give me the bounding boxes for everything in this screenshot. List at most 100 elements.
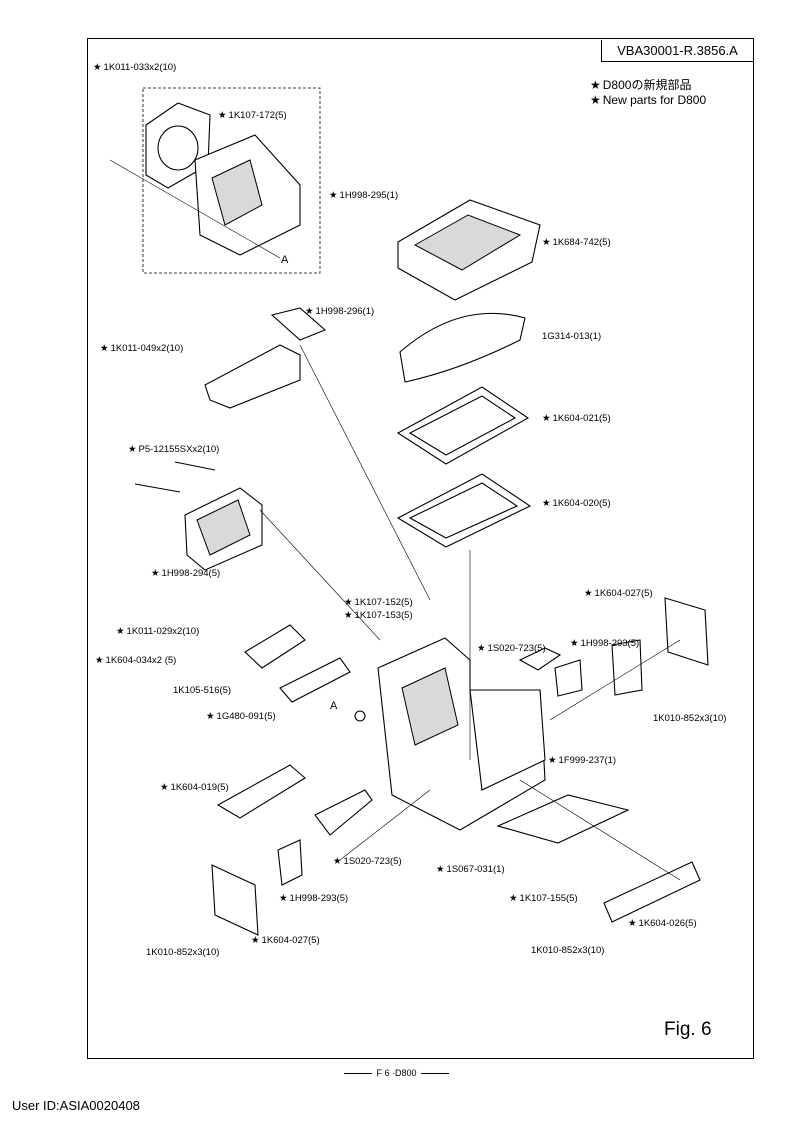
leader-line [259, 509, 381, 641]
part-label: 1H998-293(5) [570, 638, 639, 649]
part-label: 1K107-152(5) [344, 597, 413, 608]
leader-line [109, 159, 281, 259]
part-label: 1K011-029x2(10) [116, 626, 199, 637]
part-label: 1K107-155(5) [509, 893, 578, 904]
part-label: 1S067-031(1) [436, 864, 505, 875]
star-icon [477, 643, 488, 654]
part-bracket-293-right [554, 659, 583, 697]
part-label: 1K604-027(5) [584, 588, 653, 599]
part-label: 1K684-742(5) [542, 237, 611, 248]
part-label: 1K604-026(5) [628, 918, 697, 929]
part-condenser-lens [399, 312, 526, 383]
star-icon [542, 413, 553, 424]
part-eyepiece-lens [196, 499, 251, 556]
star-icon [93, 62, 104, 73]
part-label: 1G480-091(5) [206, 711, 276, 722]
part-bracket-293-right-2 [611, 639, 643, 696]
part-mirror-box-front [469, 689, 546, 791]
part-plate-019 [216, 764, 306, 819]
part-label: 1K011-033x2(10) [93, 62, 176, 73]
star-icon [279, 893, 290, 904]
part-label: P5-12155SXx2(10) [128, 444, 219, 455]
leader-line [519, 779, 681, 881]
part-label: 1K604-021(5) [542, 413, 611, 424]
part-bracket-296 [204, 344, 301, 409]
star-icon [436, 864, 447, 875]
legend-new-parts-jp: D800の新規部品 [590, 78, 691, 92]
user-id: User ID:ASIA0020408 [12, 1098, 140, 1113]
figure-label: Fig. 6 [664, 1019, 712, 1040]
star-icon [333, 856, 344, 867]
footer-page: F 6 ·D800 [376, 1068, 417, 1078]
part-label: 1H998-296(1) [305, 306, 374, 317]
part-spring-right [518, 647, 562, 671]
star-icon [151, 568, 162, 579]
star-icon [509, 893, 520, 904]
part-plate-021-inner [408, 395, 517, 456]
part-plate-026 [603, 861, 701, 923]
star-icon [251, 935, 262, 946]
part-label: 1K604-027(5) [251, 935, 320, 946]
callout-a-body: A [330, 700, 338, 712]
part-label: 1K107-172(5) [218, 110, 287, 121]
part-label: 1F999-237(1) [548, 755, 616, 766]
drawing-frame [87, 38, 754, 1059]
part-knob-a [354, 710, 366, 722]
part-label: 1K011-049x2(10) [100, 343, 183, 354]
part-finder-lens [211, 159, 263, 226]
part-label: 1K107-153(5) [344, 610, 413, 621]
document-id: VBA30001-R.3856.A [601, 40, 753, 62]
footer-rule-right [420, 1073, 449, 1075]
part-label: 1K604-020(5) [542, 498, 611, 509]
part-strip-480-091 [279, 657, 351, 703]
star-icon [206, 711, 217, 722]
part-side-plate-left [211, 864, 259, 936]
part-pin-2 [134, 483, 181, 493]
footer-rule-left [344, 1073, 373, 1075]
part-mirror-box-prism [401, 667, 459, 746]
star-icon [160, 782, 171, 793]
legend-new-parts-en: New parts for D800 [590, 93, 706, 107]
star-icon [570, 638, 581, 649]
part-label: 1S020-723(5) [333, 856, 402, 867]
leader-line [299, 344, 431, 601]
part-label: 1H998-294(5) [151, 568, 220, 579]
star-icon [128, 444, 139, 455]
star-icon [329, 190, 340, 201]
star-icon [590, 78, 603, 92]
part-label: 1K105-516(5) [173, 685, 232, 696]
star-icon [542, 237, 553, 248]
star-icon [116, 626, 127, 637]
leader-line [549, 639, 681, 721]
part-pin [174, 461, 216, 471]
part-screen-holder-window [413, 214, 522, 271]
star-icon [305, 306, 316, 317]
page-footer: F 6 ·D800 [0, 1067, 793, 1079]
star-icon [590, 93, 603, 107]
part-cover-window [157, 125, 199, 171]
part-label: 1G314-013(1) [542, 331, 602, 342]
star-icon [548, 755, 559, 766]
star-icon [542, 498, 553, 509]
star-icon [344, 597, 355, 608]
star-icon [100, 343, 111, 354]
part-spring-left [314, 789, 373, 836]
detail-box-a [142, 87, 321, 274]
part-side-plate-right [664, 597, 709, 666]
star-icon [344, 610, 355, 621]
star-icon [218, 110, 229, 121]
star-icon [95, 655, 106, 666]
part-strip-105-516 [244, 624, 306, 669]
part-label: 1K010-852x3(10) [146, 947, 220, 958]
star-icon [584, 588, 595, 599]
part-plate-020-inner [408, 482, 519, 539]
callout-a-top: A [281, 254, 289, 266]
leader-line [339, 789, 431, 861]
part-label: 1K010-852x3(10) [653, 713, 727, 724]
part-label: 1H998-293(5) [279, 893, 348, 904]
part-label: 1S020-723(5) [477, 643, 546, 654]
part-label: 1K604-034x2 (5) [95, 655, 176, 666]
star-icon [628, 918, 639, 929]
part-bracket-293-left [277, 839, 303, 886]
